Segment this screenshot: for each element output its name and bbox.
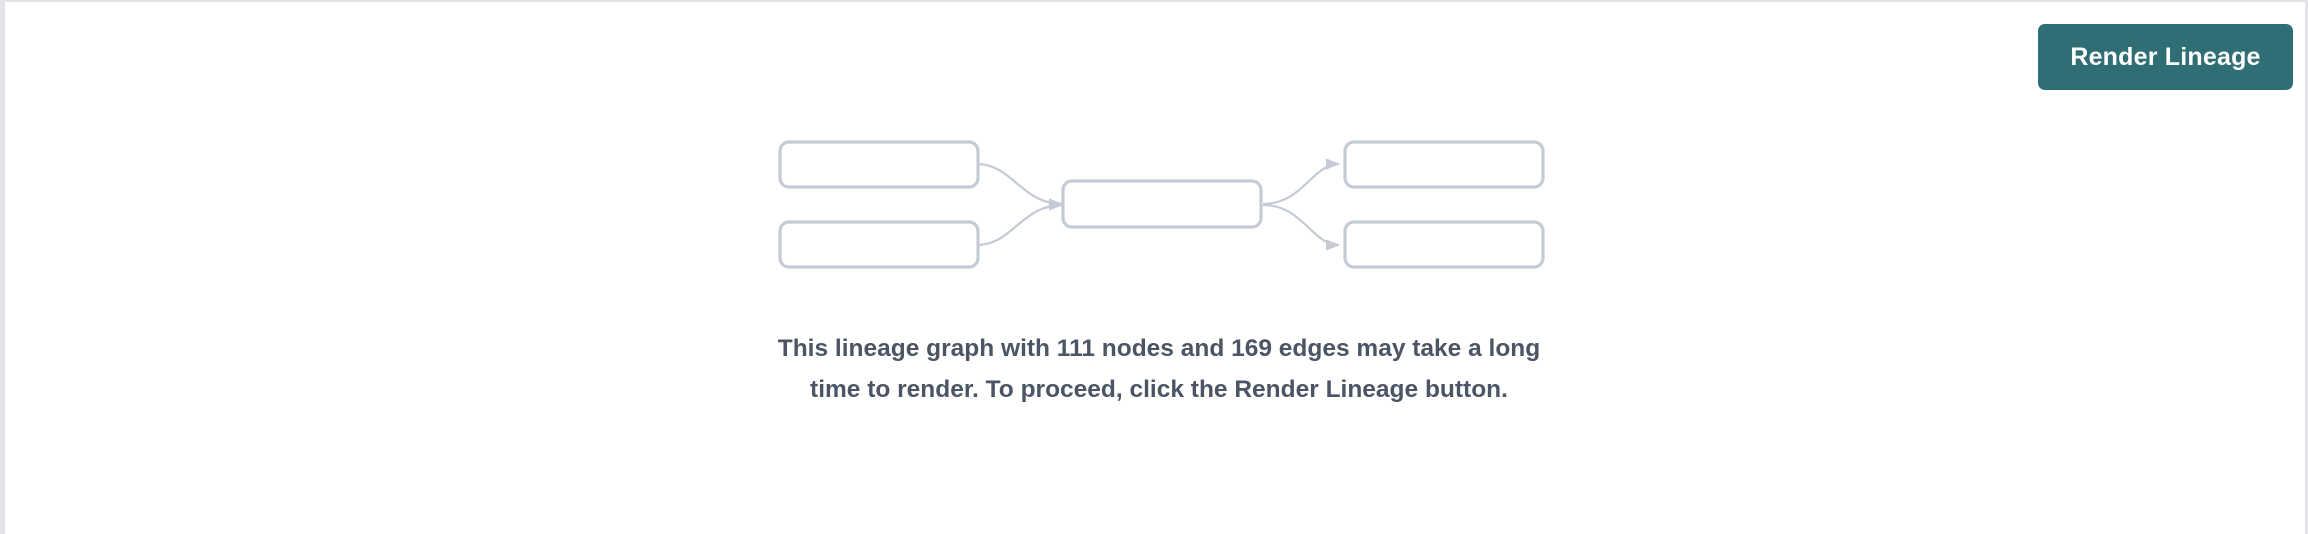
- lineage-warning-message: This lineage graph with 111 nodes and 16…: [777, 335, 1541, 403]
- placeholder-lineage-graph: [767, 130, 1567, 280]
- edge-upstream-1-to-focus: [976, 162, 1064, 210]
- lineage-empty-state: This lineage graph with 111 nodes and 16…: [5, 2, 2305, 534]
- placeholder-node-upstream-2: [778, 220, 980, 269]
- edge-focus-to-downstream-1: [1262, 158, 1341, 206]
- placeholder-node-upstream-1: [778, 140, 980, 189]
- placeholder-node-downstream-1: [1343, 140, 1545, 189]
- placeholder-node-downstream-2: [1343, 220, 1545, 269]
- edge-upstream-2-to-focus: [976, 199, 1064, 247]
- edge-focus-to-downstream-2: [1262, 203, 1341, 251]
- render-lineage-button[interactable]: Render Lineage: [2038, 24, 2293, 90]
- placeholder-node-focus: [1061, 179, 1263, 229]
